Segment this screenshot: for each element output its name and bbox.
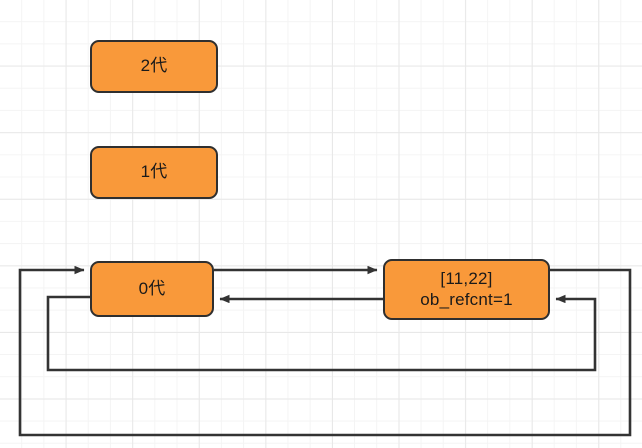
node-gen0[interactable]: 0代 (90, 261, 214, 317)
node-object-value-label: [11,22] (440, 268, 493, 288)
node-gen1[interactable]: 1代 (90, 146, 218, 199)
node-object[interactable]: [11,22] ob_refcnt=1 (383, 259, 550, 320)
node-gen0-label: 0代 (138, 278, 166, 298)
node-gen1-label: 1代 (140, 162, 168, 182)
node-object-refcnt-label: ob_refcnt=1 (420, 289, 513, 309)
node-gen2-label: 2代 (140, 56, 168, 76)
node-gen2[interactable]: 2代 (90, 40, 218, 93)
